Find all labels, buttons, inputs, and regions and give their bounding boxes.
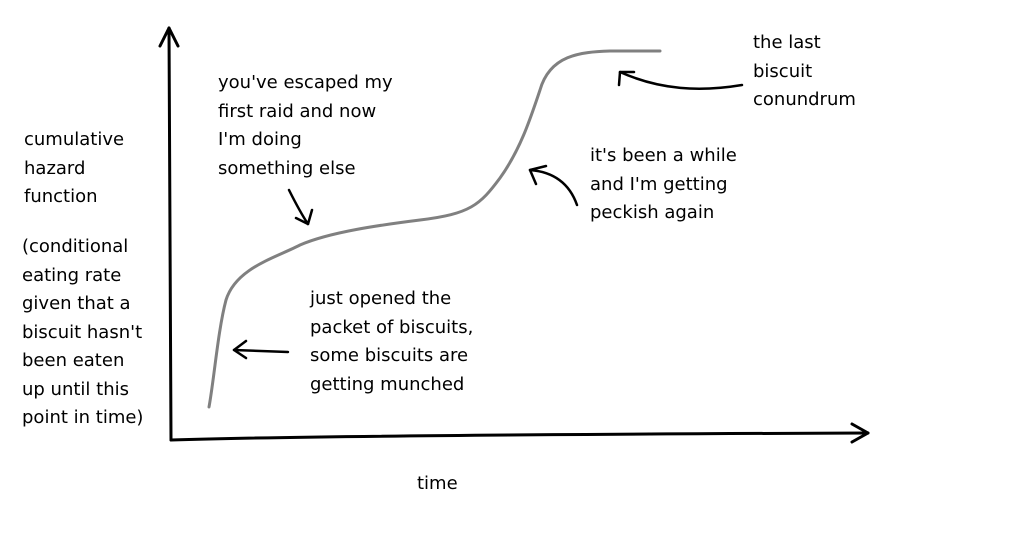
annotation-line: peckish again xyxy=(590,202,715,223)
cumulative-hazard-curve xyxy=(207,49,662,409)
y-axis-label: cumulative hazard function xyxy=(24,126,124,212)
annotation-peckish-again: it's been a while and I'm getting peckis… xyxy=(590,142,737,228)
arrow-opened-packet xyxy=(232,348,290,354)
x-axis-label: time xyxy=(417,473,458,494)
x-axis-arrowhead xyxy=(850,422,870,444)
y-axis-note-line: eating rate xyxy=(22,264,122,286)
y-axis-note-line: up until this xyxy=(22,378,129,400)
annotation-opened-packet: just opened the packet of biscuits, some… xyxy=(310,285,473,399)
annotation-line: I'm doing xyxy=(218,129,302,150)
annotation-line: you've escaped my xyxy=(218,72,393,93)
annotation-line: it's been a while xyxy=(590,145,737,166)
y-axis-note-line: been eaten xyxy=(22,350,125,371)
y-axis-note-line: point in time) xyxy=(22,407,144,428)
y-axis-note: (conditional eating rate given that a bi… xyxy=(22,233,143,433)
annotation-line: just opened the xyxy=(310,288,452,309)
arrow-last-biscuit xyxy=(618,70,744,90)
annotation-line: getting munched xyxy=(310,373,465,395)
annotation-line: and I'm getting xyxy=(590,173,728,195)
arrow-peckish-again-head xyxy=(528,164,548,186)
y-axis-note-line: (conditional xyxy=(22,236,129,257)
y-axis-arrowhead xyxy=(158,26,180,48)
arrow-opened-packet-head xyxy=(232,339,248,360)
annotation-line: first raid and now xyxy=(218,100,377,122)
arrow-peckish-again xyxy=(528,168,579,207)
y-axis xyxy=(167,26,173,442)
annotation-line: some biscuits are xyxy=(310,345,469,366)
y-axis-label-line: function xyxy=(24,186,98,207)
y-axis-label-line: cumulative xyxy=(24,129,125,150)
annotation-line: the last xyxy=(753,32,821,53)
annotation-line: something else xyxy=(218,157,356,179)
annotation-last-biscuit: the last biscuit conundrum xyxy=(753,29,856,115)
annotation-line: biscuit xyxy=(753,60,813,82)
arrow-last-biscuit-head xyxy=(617,70,636,87)
annotation-line: packet of biscuits, xyxy=(310,316,474,338)
x-axis xyxy=(169,431,870,442)
arrow-escaped-raid xyxy=(287,188,310,226)
y-axis-label-line: hazard xyxy=(24,157,86,179)
annotation-line: conundrum xyxy=(753,89,856,110)
annotation-escaped-raid: you've escaped my first raid and now I'm… xyxy=(218,69,393,183)
y-axis-note-line: given that a xyxy=(22,293,131,314)
y-axis-note-line: biscuit hasn't xyxy=(22,321,143,343)
arrow-escaped-raid-head xyxy=(294,208,314,226)
